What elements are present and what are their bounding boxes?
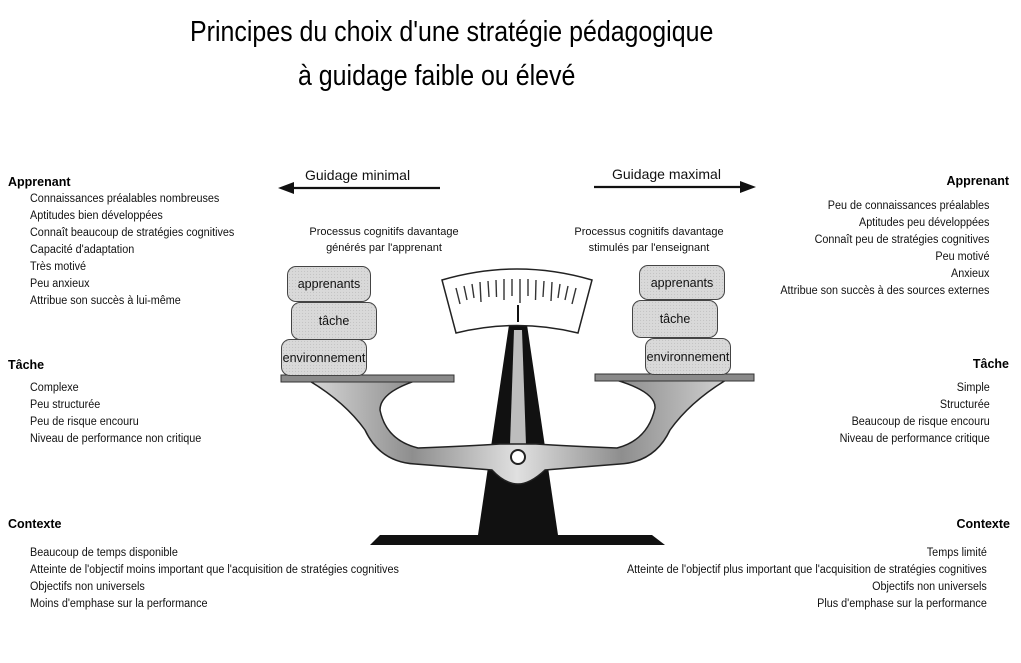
right-process-line-2: stimulés par l'enseignant: [588, 242, 710, 254]
list-item: Très motivé: [30, 261, 87, 273]
right-stone-apprenants: apprenants: [639, 265, 725, 300]
right-stone-tache: tâche: [632, 300, 718, 338]
left-process-line-1: Processus cognitifs davantage: [309, 226, 459, 238]
right-process-label: Processus cognitifs davantage stimulés p…: [565, 224, 733, 256]
guidage-maximal-label: Guidage maximal: [612, 166, 721, 182]
right-tache-list: Simple Structurée Beaucoup de risque enc…: [830, 380, 990, 448]
list-item: Atteinte de l'objectif moins important q…: [30, 564, 399, 576]
list-item: Niveau de performance critique: [839, 433, 990, 445]
diagram-title-line-1: Principes du choix d'une stratégie pédag…: [190, 16, 714, 48]
list-item: Objectifs non universels: [30, 581, 145, 593]
arrow-right-icon: [594, 181, 756, 193]
scale-base: [370, 535, 665, 545]
left-tache-list: Complexe Peu structurée Peu de risque en…: [30, 380, 212, 448]
right-contexte-heading: Contexte: [956, 517, 1010, 531]
right-contexte-list: Temps limité Atteinte de l'objectif plus…: [604, 545, 987, 613]
diagram-title-line-2: à guidage faible ou élevé: [298, 60, 576, 92]
list-item: Peu de risque encouru: [30, 416, 139, 428]
left-process-label: Processus cognitifs davantage générés pa…: [300, 224, 468, 256]
left-contexte-heading: Contexte: [8, 517, 62, 531]
guidage-minimal-label: Guidage minimal: [305, 167, 411, 183]
list-item: Temps limité: [926, 547, 987, 559]
left-process-line-2: générés par l'apprenant: [326, 242, 442, 254]
right-apprenant-heading: Apprenant: [946, 174, 1010, 188]
right-pan: [594, 373, 755, 382]
list-item: Beaucoup de temps disponible: [30, 547, 178, 559]
list-item: Connaît peu de stratégies cognitives: [814, 234, 989, 246]
right-process-line-1: Processus cognitifs davantage: [574, 226, 724, 238]
right-apprenant-list: Peu de connaissances préalables Aptitude…: [767, 198, 989, 300]
scale-beam: [305, 379, 729, 485]
list-item: Peu de connaissances préalables: [827, 200, 989, 212]
left-stone-tache: tâche: [291, 302, 377, 340]
list-item: Connaît beaucoup de stratégies cognitive…: [30, 227, 235, 239]
list-item: Attribue son succès à des sources extern…: [779, 285, 989, 297]
gauge-dial: [441, 268, 593, 334]
list-item: Complexe: [30, 382, 79, 394]
pivot-icon: [510, 449, 526, 465]
list-item: Moins d'emphase sur la performance: [30, 598, 208, 610]
left-tache-heading: Tâche: [8, 358, 45, 372]
left-stone-apprenants: apprenants: [287, 266, 371, 302]
list-item: Niveau de performance non critique: [30, 433, 202, 445]
list-item: Peu structurée: [30, 399, 101, 411]
list-item: Connaissances préalables nombreuses: [30, 193, 220, 205]
list-item: Capacité d'adaptation: [30, 244, 135, 256]
left-contexte-list: Beaucoup de temps disponible Atteinte de…: [30, 545, 422, 613]
list-item: Atteinte de l'objectif plus important qu…: [627, 564, 987, 576]
left-apprenant-list: Connaissances préalables nombreuses Apti…: [30, 191, 247, 310]
right-stone-environnement: environnement: [645, 338, 731, 375]
list-item: Beaucoup de risque encouru: [851, 416, 990, 428]
arrow-left-icon: [278, 182, 440, 194]
left-stone-environnement: environnement: [281, 339, 367, 376]
list-item: Objectifs non universels: [872, 581, 987, 593]
list-item: Plus d'emphase sur la performance: [817, 598, 987, 610]
list-item: Simple: [956, 382, 990, 394]
list-item: Anxieux: [950, 268, 989, 280]
list-item: Attribue son succès à lui-même: [30, 295, 181, 307]
list-item: Peu motivé: [934, 251, 989, 263]
left-pan: [280, 374, 455, 383]
list-item: Structurée: [940, 399, 990, 411]
list-item: Aptitudes bien développées: [30, 210, 163, 222]
list-item: Aptitudes peu développées: [858, 217, 989, 229]
left-apprenant-heading: Apprenant: [8, 175, 71, 189]
right-tache-heading: Tâche: [972, 357, 1009, 371]
list-item: Peu anxieux: [30, 278, 90, 290]
